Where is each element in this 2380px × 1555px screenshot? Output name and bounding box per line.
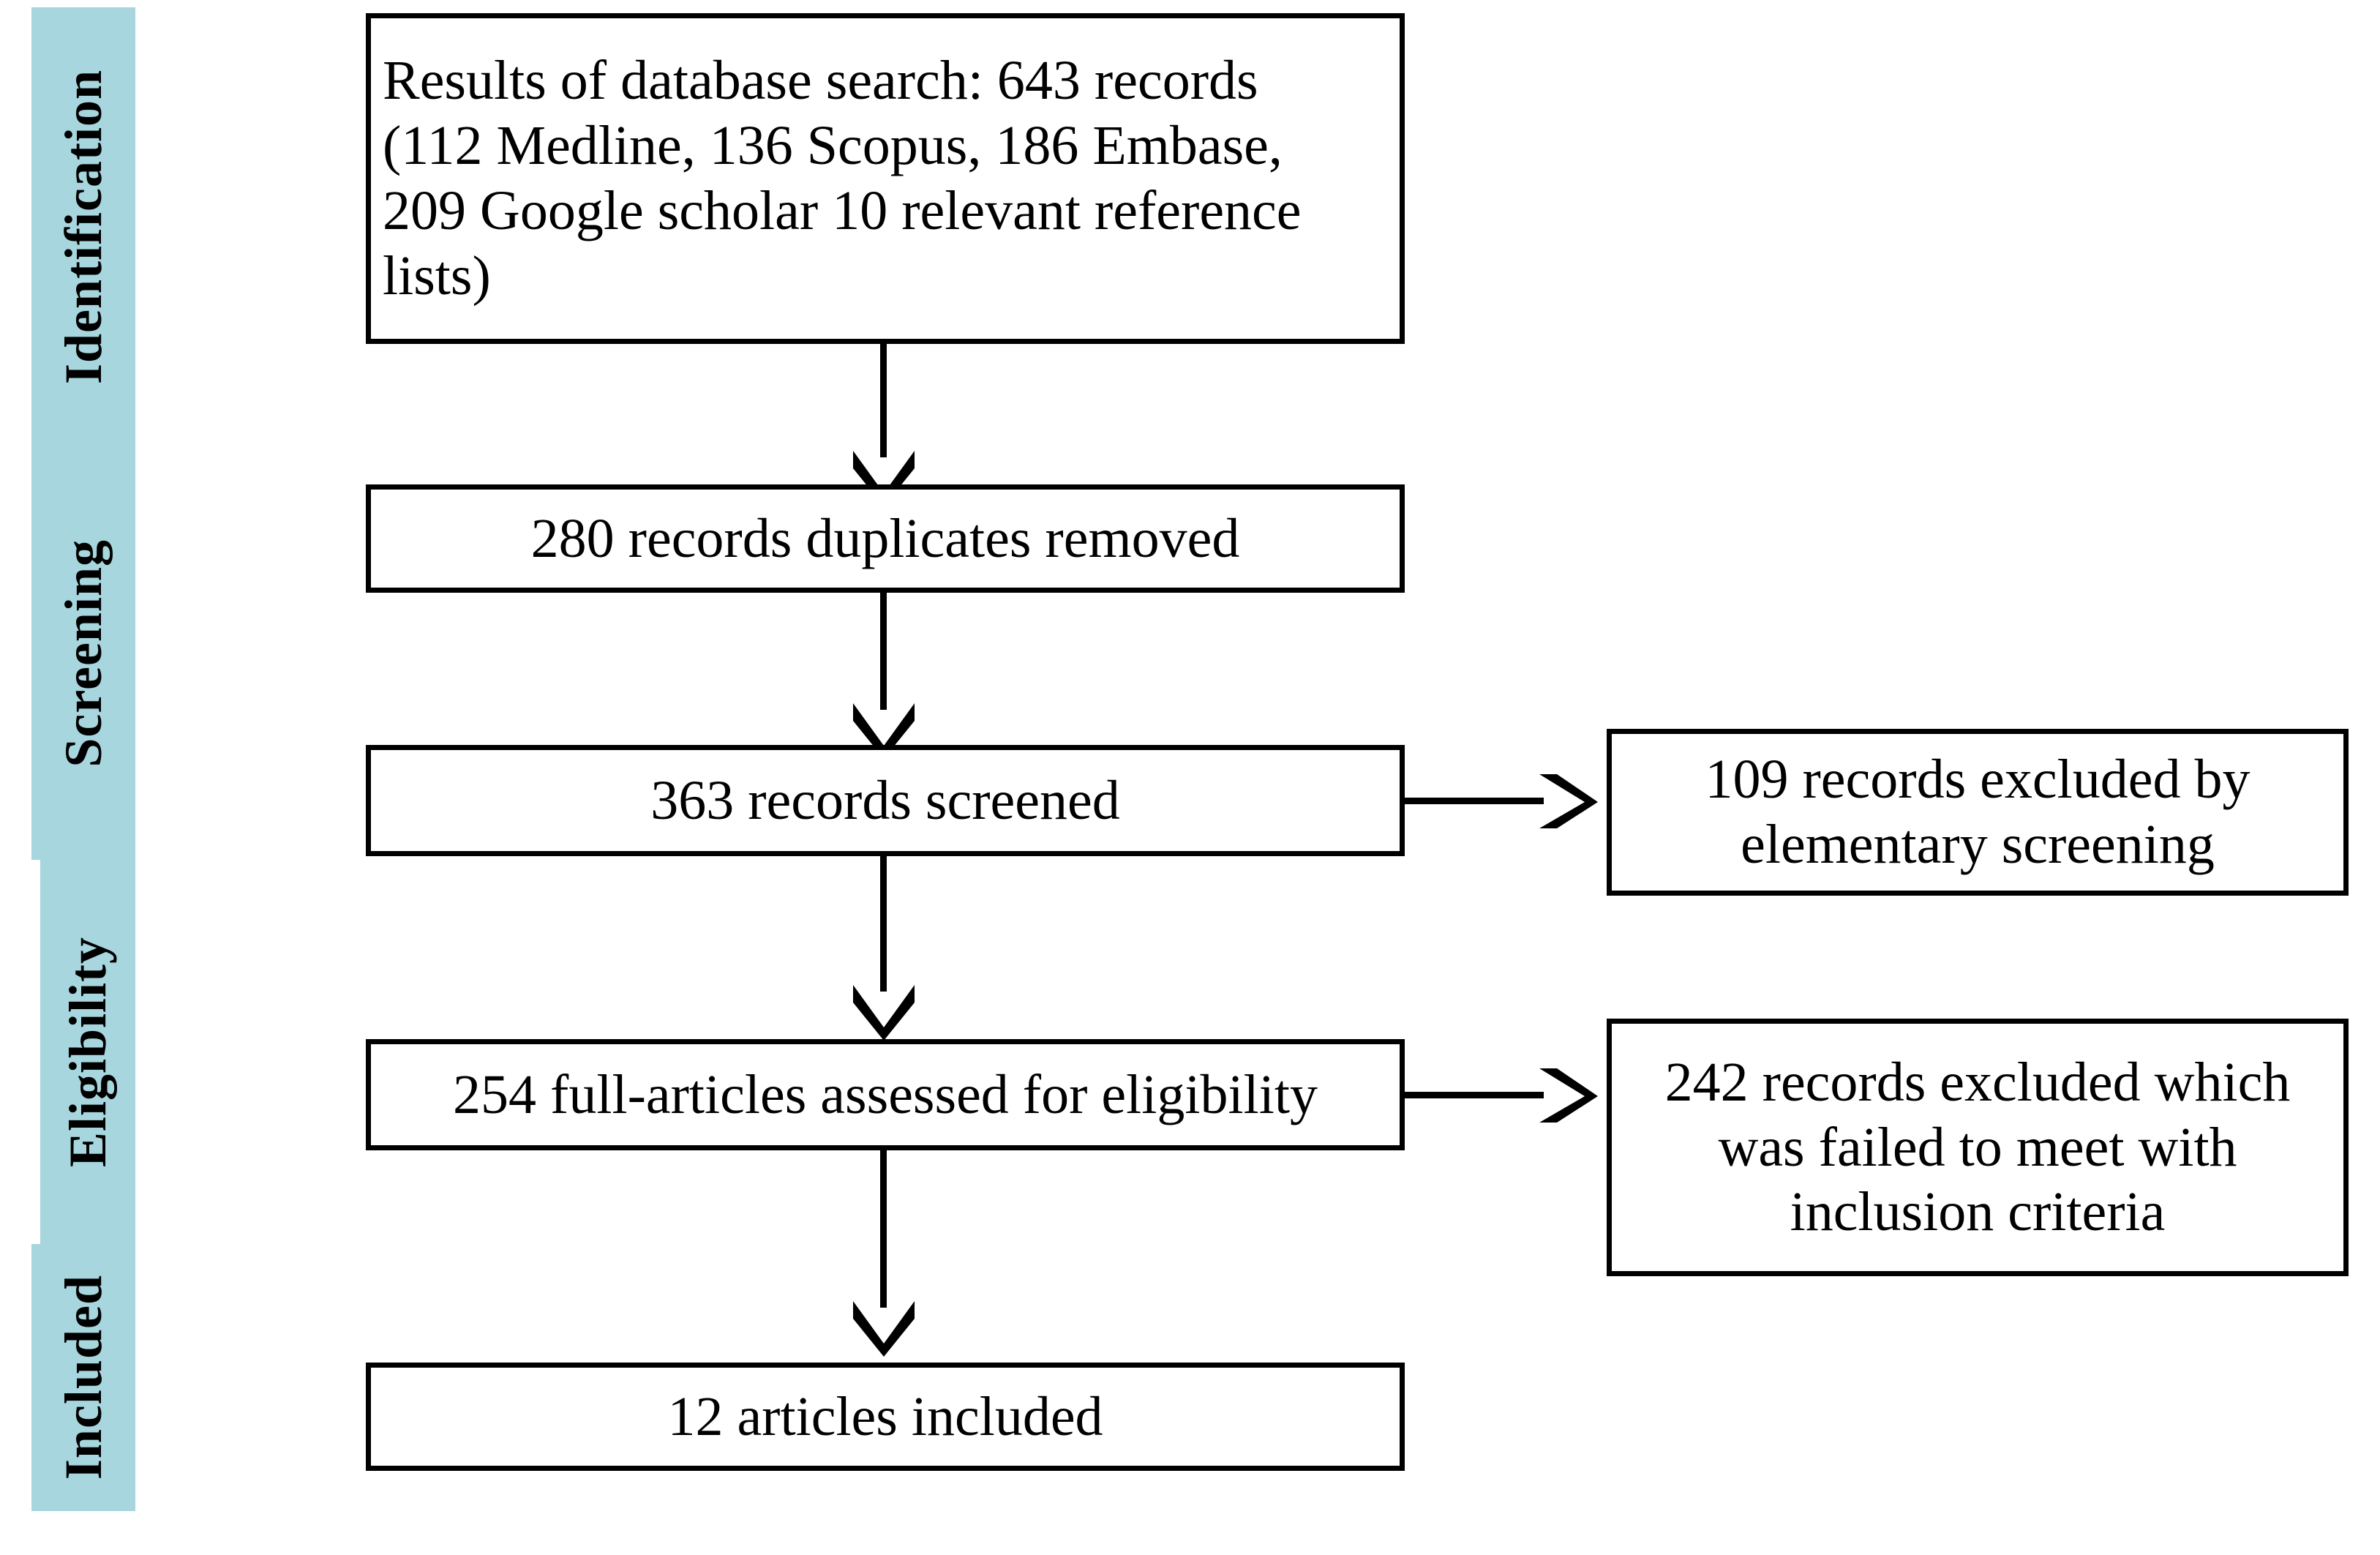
- box-records-screened: 363 records screened: [366, 745, 1405, 856]
- box-excluded-elementary-screening: 109 records excluded by elementary scree…: [1607, 729, 2349, 896]
- phase-bar-eligibility: Eligibility: [40, 860, 135, 1244]
- excluded-criteria-line-2: was failed to meet with: [1718, 1116, 2237, 1178]
- box-records-screened-text: 363 records screened: [650, 769, 1120, 831]
- excluded-criteria-line-3: inclusion criteria: [1790, 1181, 2166, 1243]
- box-excluded-inclusion-criteria-text: 242 records excluded which was failed to…: [1612, 1050, 2343, 1245]
- phase-label-screening: Screening: [54, 539, 113, 768]
- excluded-screening-line-2: elementary screening: [1741, 814, 2215, 875]
- box-duplicates-removed-text: 280 records duplicates removed: [530, 507, 1240, 569]
- connector-line-screened-to-fullarticles: [880, 856, 887, 992]
- connector-line-fullarticles-to-excluded: [1405, 1092, 1544, 1098]
- phase-bar-identification: Identification: [31, 7, 135, 446]
- box-full-articles-assessed: 254 full-articles assessed for eligibili…: [366, 1039, 1405, 1150]
- db-search-line-3: 209 Google scholar 10 relevant reference: [383, 180, 1302, 241]
- db-search-line-2: (112 Medline, 136 Scopus, 186 Embase,: [383, 115, 1283, 177]
- connector-line-fullarticles-to-included: [880, 1150, 887, 1308]
- box-articles-included-text: 12 articles included: [667, 1385, 1103, 1447]
- connector-line-screened-to-excluded: [1405, 798, 1544, 804]
- box-database-search-text: Results of database search: 643 records …: [371, 48, 1400, 309]
- db-search-line-1: Results of database search: 643 records: [383, 50, 1258, 112]
- phase-bar-included: Included: [31, 1244, 135, 1511]
- db-search-line-4: lists): [383, 244, 491, 307]
- arrow-right-fullarticles-to-excluded: [1535, 1064, 1601, 1127]
- phase-bar-screening: Screening: [31, 446, 135, 860]
- connector-line-search-to-duplicates: [880, 344, 887, 457]
- phase-label-identification: Identification: [54, 69, 113, 384]
- box-full-articles-assessed-text: 254 full-articles assessed for eligibili…: [453, 1063, 1318, 1125]
- box-excluded-elementary-screening-text: 109 records excluded by elementary scree…: [1612, 747, 2343, 877]
- connector-line-duplicates-to-screened: [880, 593, 887, 710]
- arrow-right-screened-to-excluded: [1535, 770, 1601, 833]
- box-excluded-inclusion-criteria: 242 records excluded which was failed to…: [1607, 1019, 2349, 1276]
- box-articles-included: 12 articles included: [366, 1363, 1405, 1471]
- box-duplicates-removed: 280 records duplicates removed: [366, 484, 1405, 593]
- box-database-search: Results of database search: 643 records …: [366, 13, 1405, 344]
- phase-label-included: Included: [54, 1275, 113, 1480]
- excluded-criteria-line-1: 242 records excluded which: [1664, 1051, 2291, 1113]
- excluded-screening-line-1: 109 records excluded by: [1705, 749, 2251, 811]
- phase-label-eligibility: Eligibility: [59, 936, 117, 1168]
